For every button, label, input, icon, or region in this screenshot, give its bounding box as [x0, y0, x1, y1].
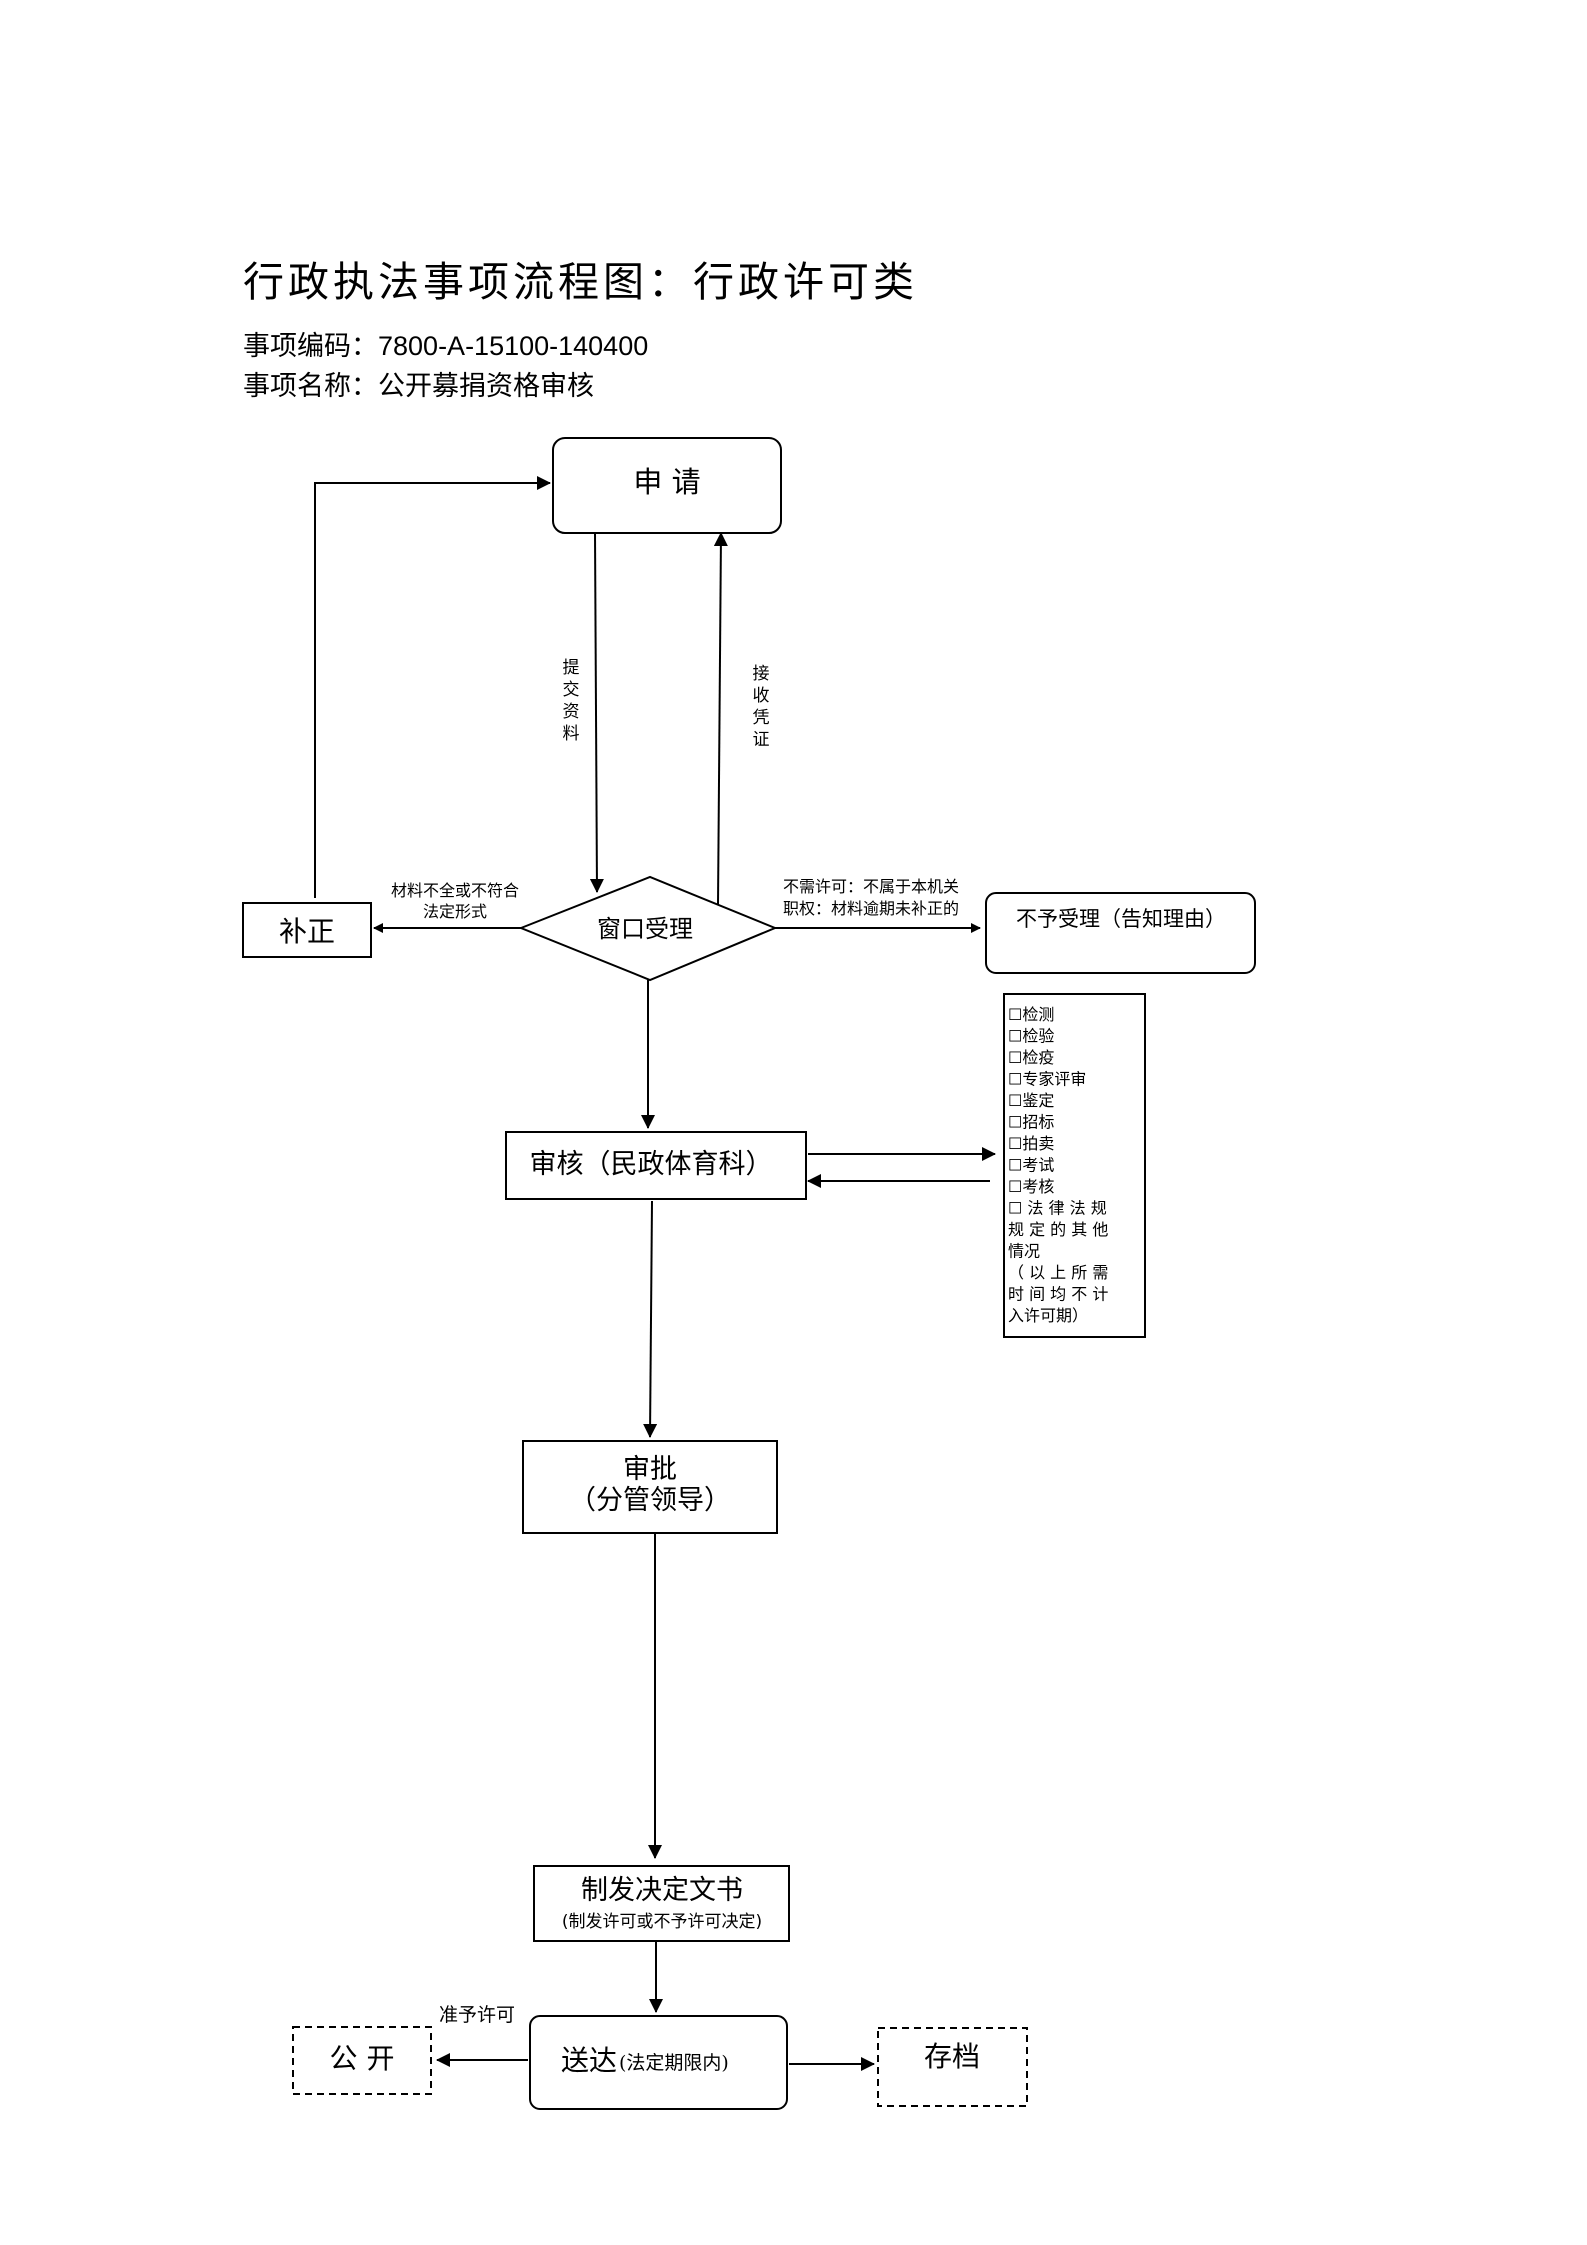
edge-label-incomplete-line1: 材料不全或不符合 [391, 881, 519, 900]
arrow-review-to-approve [643, 1200, 658, 1438]
node-window-label: 窗口受理 [597, 915, 693, 943]
node-review-label: 审核（民政体育科） [530, 1149, 773, 1180]
item-code-value: 7800-A-15100-140400 [378, 331, 649, 361]
edge-label-incomplete: 材料不全或不符合 法定形式 [391, 881, 519, 921]
node-publicize: 公 开 [292, 2026, 432, 2095]
special-procedure-item: ☐鉴定 [1008, 1091, 1054, 1110]
special-procedure-item: ☐考核 [1008, 1177, 1054, 1196]
special-procedure-item: （ 以 上 所 需 [1008, 1263, 1108, 1282]
edge-label-no-permit: 不需许可：不属于本机关 职权：材料逾期未补正的 [783, 877, 959, 918]
item-code-label: 事项编码： [243, 331, 378, 362]
edge-label-submit: 提 交 资 料 [563, 658, 580, 744]
arrow-apply-to-window [589, 532, 604, 893]
node-approve-line2: （分管领导） [569, 1485, 731, 1516]
edge-label-receipt: 接 收 凭 证 [753, 664, 770, 750]
connectors [314, 476, 996, 2071]
special-procedure-item: ☐拍卖 [1008, 1134, 1054, 1153]
edge-label-submit-char: 提 [563, 658, 580, 678]
node-decision-line1: 制发决定文书 [581, 1875, 743, 1906]
node-approve-line1: 审批 [623, 1454, 677, 1485]
edge-label-receipt-char: 接 [753, 664, 770, 684]
special-procedure-item: ☐检疫 [1008, 1048, 1054, 1067]
arrow-window-to-apply [713, 532, 728, 906]
node-window: 窗口受理 [518, 875, 778, 982]
node-review: 审核（民政体育科） [505, 1131, 807, 1200]
node-reject: 不予受理（告知理由） [985, 892, 1256, 974]
special-procedure-item: ☐考试 [1008, 1156, 1054, 1175]
node-reject-label: 不予受理（告知理由） [1016, 907, 1226, 931]
edge-label-no-permit-line1: 不需许可：不属于本机关 [783, 877, 959, 896]
special-procedures-box: ☐检测 ☐检验 ☐检疫 ☐专家评审 ☐鉴定 ☐招标 ☐拍卖 ☐考试 ☐考核 ☐ 法 律 法 规规 … [1003, 993, 1146, 1338]
edge-label-submit-char: 资 [563, 702, 580, 722]
item-name-value: 公开募捐资格审核 [378, 371, 594, 402]
node-deliver-note: (法定期限内) [619, 2052, 729, 2074]
edge-label-incomplete-line2: 法定形式 [423, 902, 487, 921]
special-procedure-item: ☐ 法 律 法 规 [1008, 1199, 1107, 1218]
special-procedure-item: 情况 [1008, 1242, 1040, 1261]
special-procedure-item: ☐专家评审 [1008, 1070, 1086, 1089]
special-procedure-item: 时 间 均 不 计 [1008, 1285, 1108, 1304]
edge-label-receipt-char: 凭 [753, 708, 770, 728]
item-code: 事项编码：7800-A-15100-140400 [243, 324, 648, 363]
item-name-label: 事项名称： [243, 371, 378, 402]
special-procedures-list: ☐检测 ☐检验 ☐检疫 ☐专家评审 ☐鉴定 ☐招标 ☐拍卖 ☐考试 ☐考核 ☐ 法 律 法 规规 … [1008, 1005, 1108, 1325]
node-decision: 制发决定文书 (制发许可或不予许可决定) [533, 1865, 790, 1942]
edge-label-receipt-char: 证 [753, 730, 770, 750]
special-procedure-item: ☐招标 [1008, 1113, 1054, 1132]
node-supplement-label: 补正 [279, 915, 335, 948]
edge-label-no-permit-line2: 职权：材料逾期未补正的 [783, 899, 959, 918]
node-apply-label: 申 请 [633, 465, 700, 499]
node-approve: 审批 （分管领导） [522, 1440, 778, 1534]
node-supplement: 补正 [242, 902, 372, 958]
node-archive: 存档 [877, 2027, 1028, 2107]
edge-label-receipt-char: 收 [753, 686, 770, 706]
special-procedure-item: 规 定 的 其 他 [1008, 1220, 1108, 1239]
edge-label-submit-char: 交 [563, 680, 580, 700]
edge-label-grant: 准予许可 [439, 2004, 515, 2026]
node-decision-line2: (制发许可或不予许可决定) [562, 1912, 762, 1932]
arrow-supplement-to-apply [314, 476, 551, 898]
item-name: 事项名称：公开募捐资格审核 [243, 364, 594, 403]
special-procedure-item: 入许可期） [1008, 1306, 1088, 1325]
node-deliver: 送达 (法定期限内) [529, 2015, 788, 2110]
node-publicize-label: 公 开 [330, 2042, 395, 2075]
node-deliver-label: 送达 [561, 2044, 617, 2077]
special-procedure-item: ☐检测 [1008, 1005, 1054, 1024]
node-apply: 申 请 [552, 437, 782, 534]
special-procedure-item: ☐检验 [1008, 1027, 1054, 1046]
edge-label-submit-char: 料 [563, 724, 580, 744]
node-archive-label: 存档 [924, 2040, 980, 2073]
page-title: 行政执法事项流程图：行政许可类 [243, 258, 918, 306]
